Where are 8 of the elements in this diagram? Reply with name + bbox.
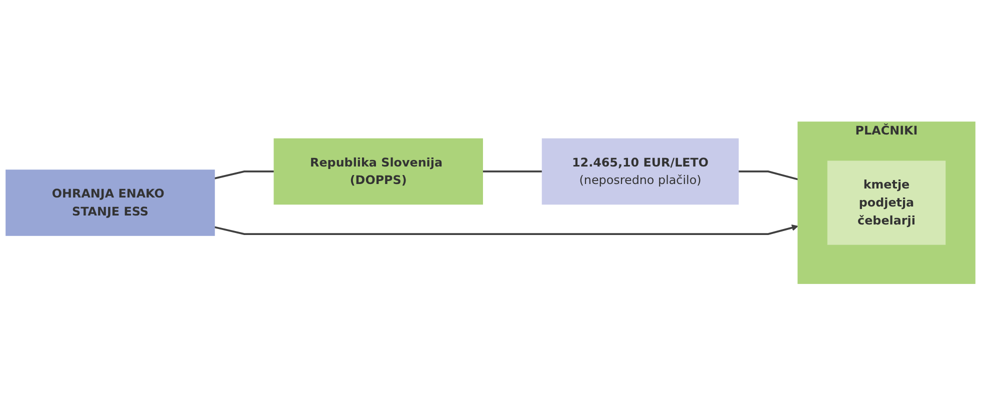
node-box: 12.465,10 EUR/LETO (neposredno plačilo) bbox=[542, 138, 739, 205]
connector bbox=[482, 170, 542, 173]
node-box: kmetje podjetja čebelarji bbox=[827, 160, 946, 246]
node-box: Republika Slovenija (DOPPS) bbox=[274, 138, 483, 205]
arrow bbox=[214, 224, 798, 236]
node-box: OHRANJA ENAKO STANJE ESS bbox=[6, 170, 215, 236]
connector bbox=[214, 170, 274, 180]
connector bbox=[738, 170, 798, 180]
